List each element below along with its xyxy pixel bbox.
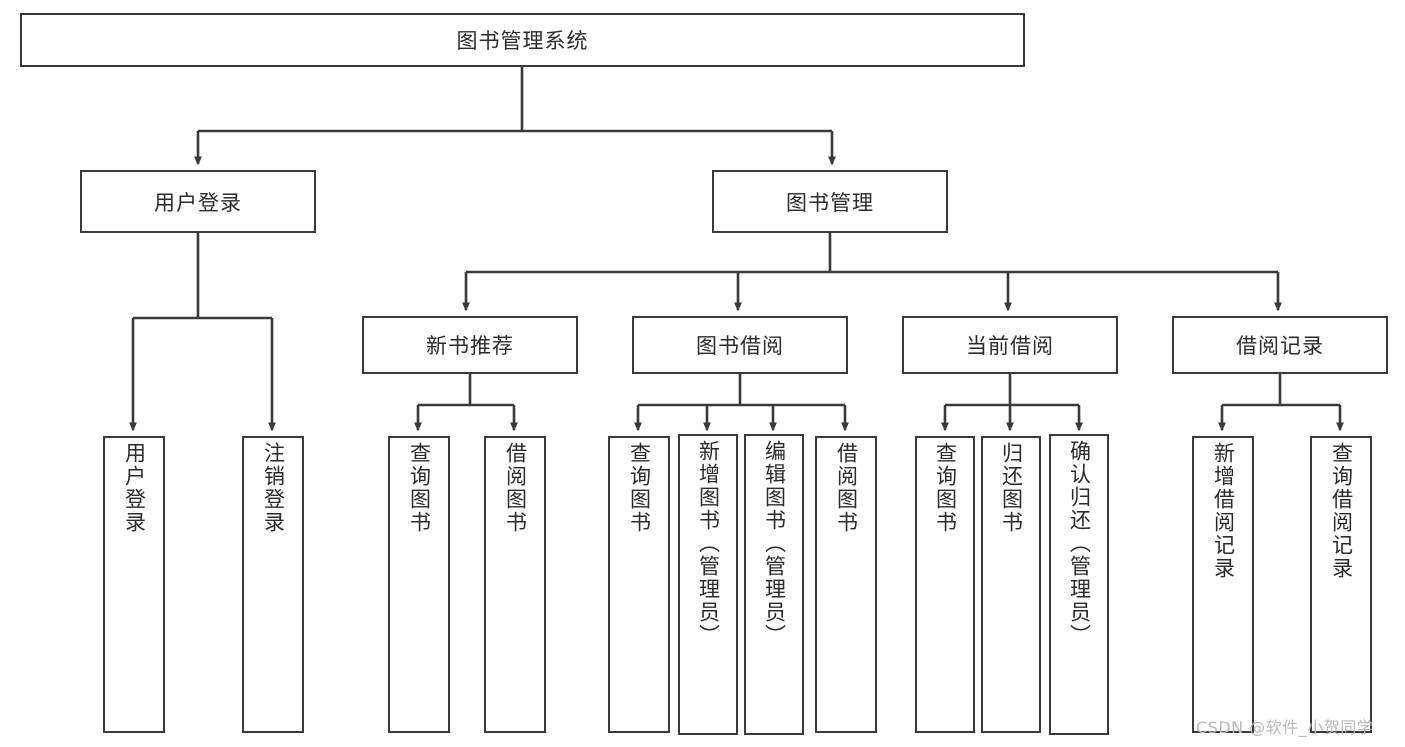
node-root-label: 图书管理系统: [456, 29, 589, 53]
node-new-book-rec-label: 新书推荐: [426, 334, 514, 358]
leaf-query-record[interactable]: 查询借阅记录: [1310, 436, 1372, 733]
leaf-query-book-2-label: 查询图书: [627, 442, 652, 534]
node-borrow-record-label: 借阅记录: [1236, 334, 1324, 358]
node-current-borrow[interactable]: 当前借阅: [902, 316, 1118, 374]
leaf-user-login[interactable]: 用户登录: [103, 436, 165, 733]
node-new-book-rec[interactable]: 新书推荐: [362, 316, 578, 374]
leaf-borrow-book-2[interactable]: 借阅图书: [815, 436, 877, 733]
leaf-borrow-book-1-label: 借阅图书: [503, 442, 528, 534]
watermark-text: CSDN @软件_小贺同学: [1196, 718, 1374, 737]
leaf-user-login-label: 用户登录: [122, 442, 147, 534]
leaf-query-book-1[interactable]: 查询图书: [388, 436, 450, 733]
leaf-query-record-label: 查询借阅记录: [1329, 442, 1354, 580]
leaf-query-book-3-label: 查询图书: [933, 442, 958, 534]
node-root[interactable]: 图书管理系统: [20, 13, 1025, 67]
leaf-borrow-book-1[interactable]: 借阅图书: [484, 436, 546, 733]
node-current-borrow-label: 当前借阅: [966, 334, 1054, 358]
node-borrow-record[interactable]: 借阅记录: [1172, 316, 1388, 374]
leaf-query-book-2[interactable]: 查询图书: [608, 436, 670, 733]
leaf-return-book[interactable]: 归还图书: [981, 436, 1041, 733]
node-book-borrow-label: 图书借阅: [696, 334, 784, 358]
node-book-manage[interactable]: 图书管理: [712, 170, 948, 233]
leaf-query-book-3[interactable]: 查询图书: [915, 436, 975, 733]
leaf-edit-book-label: 编辑图书（管理员）: [762, 440, 787, 647]
node-book-manage-label: 图书管理: [786, 190, 874, 215]
leaf-add-record-label: 新增借阅记录: [1211, 442, 1236, 580]
node-book-borrow[interactable]: 图书借阅: [632, 316, 848, 374]
leaf-user-logout-label: 注销登录: [261, 442, 286, 534]
leaf-return-book-label: 归还图书: [999, 442, 1024, 534]
node-user-login[interactable]: 用户登录: [80, 170, 316, 233]
leaf-add-book-label: 新增图书（管理员）: [696, 440, 721, 647]
leaf-add-record[interactable]: 新增借阅记录: [1192, 436, 1254, 733]
leaf-add-book[interactable]: 新增图书（管理员）: [678, 434, 738, 735]
node-user-login-label: 用户登录: [154, 190, 242, 215]
leaf-user-logout[interactable]: 注销登录: [242, 436, 304, 733]
leaf-confirm-return[interactable]: 确认归还（管理员）: [1049, 434, 1109, 735]
leaf-edit-book[interactable]: 编辑图书（管理员）: [744, 434, 804, 735]
leaf-borrow-book-2-label: 借阅图书: [834, 442, 859, 534]
leaf-confirm-return-label: 确认归还（管理员）: [1067, 440, 1092, 647]
leaf-query-book-1-label: 查询图书: [407, 442, 432, 534]
